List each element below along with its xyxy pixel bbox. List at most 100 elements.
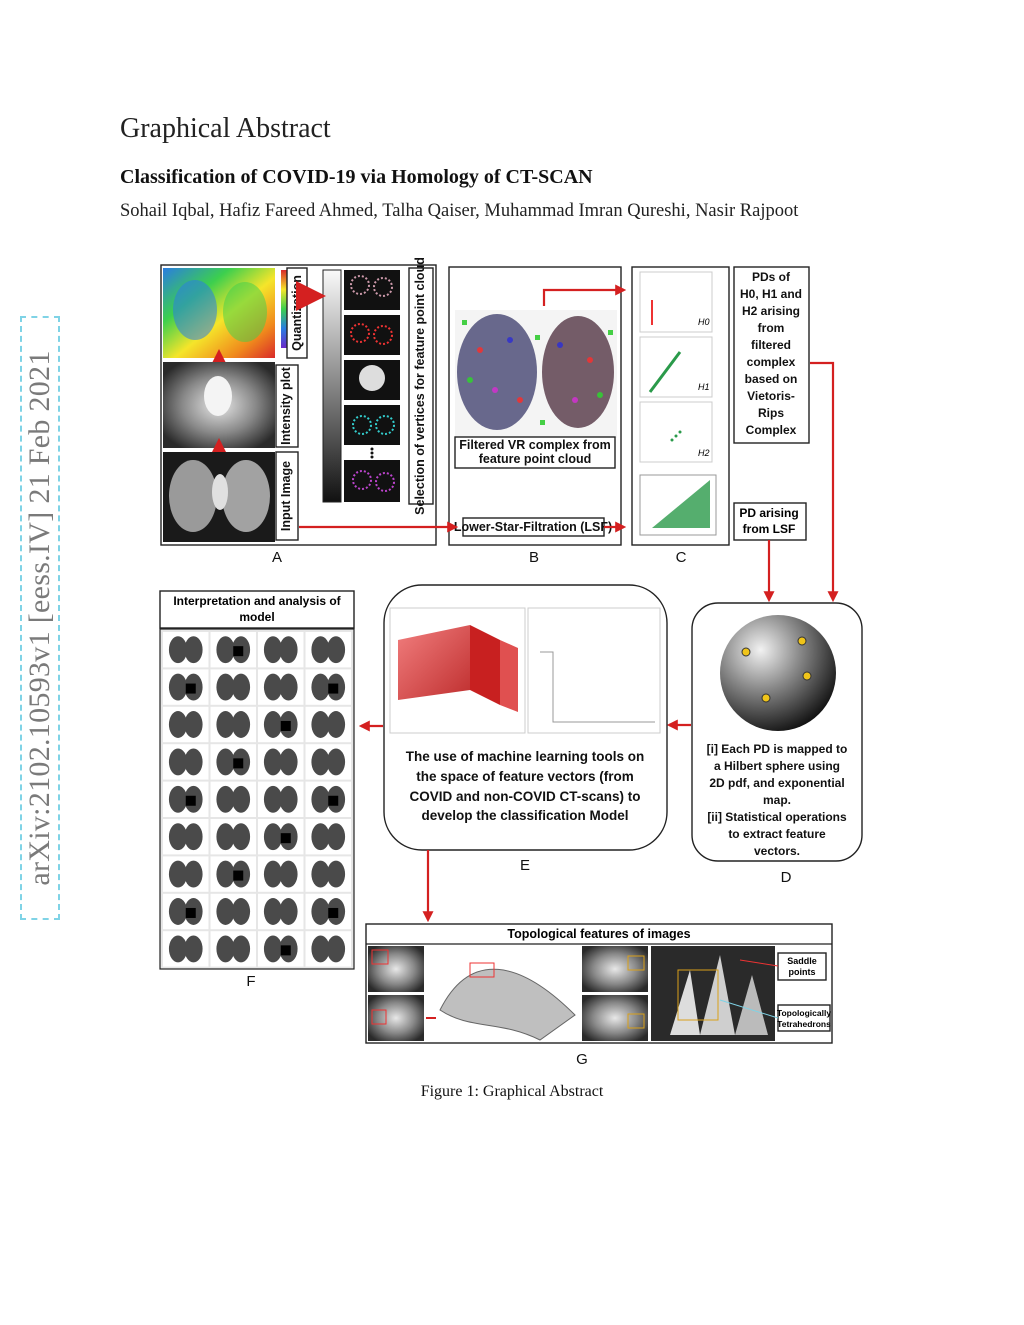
lung-shape — [326, 748, 346, 776]
roc-plot — [527, 607, 661, 734]
lung-shape — [168, 860, 188, 888]
panel-e-line: the space of feature vectors (from — [416, 769, 634, 784]
lung-shape — [263, 823, 283, 851]
section-title: Graphical Abstract — [120, 113, 331, 144]
lung-shape — [216, 748, 235, 776]
occlusion-mark — [233, 646, 244, 657]
panel-d-line: [ii] Statistical operations — [707, 810, 847, 824]
panel-f-title-line: model — [239, 610, 274, 624]
panel-letter-g: G — [576, 1051, 588, 1068]
lung-shape — [168, 898, 188, 925]
lung-shape — [311, 935, 330, 963]
tetra-label: Topologically — [777, 1008, 831, 1018]
panel-g-title: Topological features of images — [507, 927, 690, 941]
author-list: Sohail Iqbal, Hafiz Fareed Ahmed, Talha … — [120, 201, 799, 221]
arxiv-stamp[interactable]: arXiv:2102.10593v1 [eess.IV] 21 Feb 2021 — [20, 316, 60, 920]
lung-shape — [311, 673, 330, 701]
panel-f-title-box — [159, 590, 355, 629]
pd-box-line: PDs of — [752, 270, 791, 284]
pd-box-line: based on — [745, 372, 798, 386]
panel-d-line: a Hilbert sphere using — [714, 759, 840, 773]
lung-shape — [311, 823, 330, 851]
lung-shape — [168, 935, 188, 963]
panel-letter-c: C — [676, 549, 687, 566]
lung-shape — [263, 898, 283, 925]
h2-label: H2 — [698, 448, 710, 458]
lung-shape — [279, 785, 298, 813]
panel-e-line: The use of machine learning tools on — [406, 749, 645, 764]
lung-shape — [231, 711, 251, 738]
lung-shape — [326, 823, 346, 851]
pd-box-line: H2 arising — [742, 304, 800, 318]
lung-shape — [216, 935, 235, 963]
lung-shape — [216, 860, 235, 888]
occlusion-mark — [185, 795, 196, 806]
pd-lsf-line: from LSF — [743, 522, 796, 536]
lung-shape — [263, 935, 283, 963]
input-image-label: Input Image — [279, 461, 293, 531]
panel-d-line: to extract feature — [728, 827, 826, 841]
pd-vr-box — [733, 266, 810, 444]
pd-box-line: Rips — [758, 406, 784, 420]
saddle-label: Saddle — [787, 956, 817, 966]
hilbert-sphere — [720, 615, 836, 731]
lung-shape — [184, 823, 203, 851]
lung-shape — [326, 711, 346, 738]
lung-shape — [263, 636, 283, 664]
lung-shape — [231, 823, 251, 851]
h0-label: H0 — [698, 317, 710, 327]
pd-box-line: complex — [747, 355, 796, 369]
filtered-vr-label: Filtered VR complex from — [459, 438, 610, 452]
lung-shape — [216, 785, 235, 813]
lung-shape — [263, 785, 283, 813]
pd-box-line: H0, H1 and — [740, 287, 802, 301]
occlusion-mark — [185, 683, 196, 694]
lung-shape — [168, 748, 188, 776]
pd-box-line: Complex — [746, 423, 797, 437]
panel-letter-d: D — [781, 869, 792, 886]
graphical-abstract-figure: Quantization Intensity plot Input Image … — [159, 257, 863, 1068]
occlusion-mark — [328, 795, 339, 806]
pd-lsf-line: PD arising — [739, 506, 798, 520]
lung-shape — [216, 823, 235, 851]
lung-shape — [311, 711, 330, 738]
quantization-label: Quantization — [290, 275, 304, 351]
lung-shape — [279, 673, 298, 701]
pd-box-line: Vietoris- — [747, 389, 795, 403]
panel-letter-a: A — [272, 549, 282, 566]
panel-d-line: map. — [763, 793, 791, 807]
lung-shape — [216, 636, 235, 664]
lung-shape — [279, 748, 298, 776]
vertex-selection-thumbnails — [344, 270, 400, 502]
lung-shape — [168, 823, 188, 851]
paper-title: Classification of COVID-19 via Homology … — [120, 166, 593, 188]
lung-shape — [263, 860, 283, 888]
lung-shape — [184, 636, 203, 664]
lung-shape — [311, 860, 330, 888]
lsf-label: Lower-Star-Filtration (LSF) — [454, 520, 612, 534]
panel-d-line: [i] Each PD is mapped to — [707, 742, 848, 756]
occlusion-mark — [185, 907, 196, 918]
lung-shape — [184, 860, 203, 888]
lung-shape — [279, 636, 298, 664]
lung-shape — [168, 636, 188, 664]
panel-letter-b: B — [529, 549, 539, 566]
lung-shape — [168, 785, 188, 813]
lung-shape — [279, 860, 298, 888]
occlusion-mark — [233, 758, 244, 769]
lung-shape — [184, 748, 203, 776]
lung-shape — [216, 898, 235, 925]
panel-d-line: vectors. — [754, 844, 800, 858]
lung-shape — [326, 935, 346, 963]
lung-shape — [231, 673, 251, 701]
occlusion-mark — [280, 720, 291, 731]
lung-shape — [231, 935, 251, 963]
occlusion-mark — [233, 870, 244, 881]
occlusion-mark — [328, 907, 339, 918]
lung-shape — [168, 673, 188, 701]
lung-shape — [184, 935, 203, 963]
grayscale-bar — [322, 269, 342, 503]
lung-shape — [231, 898, 251, 925]
figure-caption: Figure 1: Graphical Abstract — [420, 1083, 604, 1100]
colorbar-icon — [281, 270, 287, 348]
